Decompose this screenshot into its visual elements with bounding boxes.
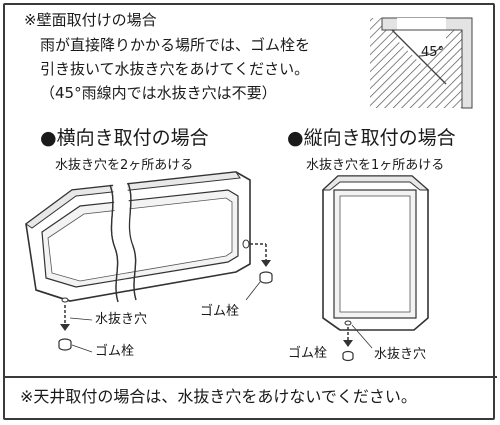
vertical-rubber-plug-label: ゴム栓: [288, 346, 328, 361]
rain-angle-label: 45°: [421, 45, 445, 60]
wall-mount-note-line-2: 引き抜いて水抜き穴をあけてください。: [40, 60, 310, 78]
wall-mount-note-line-1: 雨が直接降りかかる場所では、ゴム栓を: [40, 36, 311, 54]
footer-divider: [3, 376, 497, 378]
horizontal-mount-heading: ●横向き取付の場合: [40, 127, 209, 149]
vertical-drain-hole-label: 水抜き穴: [374, 347, 427, 362]
horizontal-fixture: [25, 171, 273, 353]
ceiling-mount-note: ※天井取付の場合は、水抜き穴をあけないでください。: [20, 387, 417, 406]
wall-mount-note-title: ※壁面取付けの場合: [24, 11, 157, 29]
vertical-fixture: [321, 175, 430, 362]
vertical-mount-heading: ●縦向き取付の場合: [287, 127, 456, 149]
horizontal-mount-subtext: 水抜き穴を2ヶ所あける: [55, 158, 194, 173]
horizontal-drain-hole-label: 水抜き穴: [95, 312, 148, 327]
notice-frame: [3, 3, 495, 420]
horizontal-rubber-plug-label-left: ゴム栓: [95, 344, 135, 359]
wall-mount-note-line-3: （45°雨線内では水抜き穴は不要）: [40, 84, 277, 102]
horizontal-rubber-plug-label-right: ゴム栓: [200, 304, 240, 319]
rain-angle-diagram: [370, 17, 473, 109]
vertical-mount-subtext: 水抜き穴を1ヶ所あける: [306, 158, 445, 173]
